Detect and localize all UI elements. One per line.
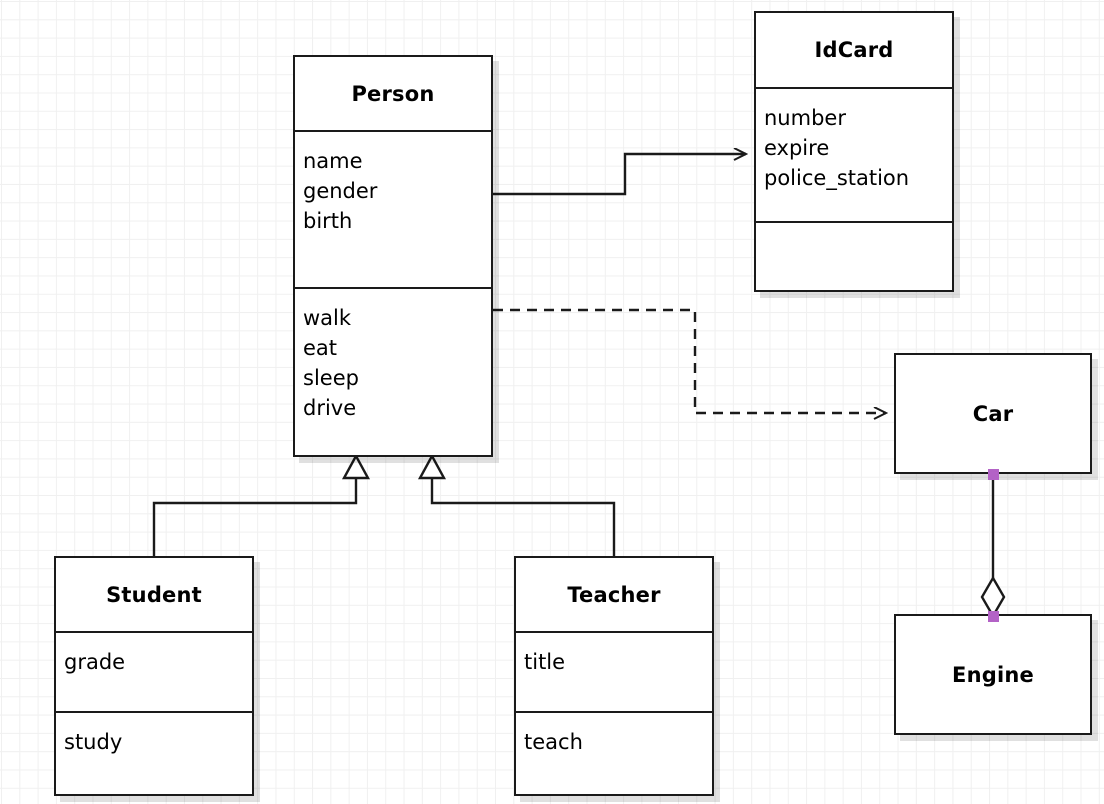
attribute-item: number	[764, 106, 846, 130]
class-box-person[interactable]: Person name gender birth walk eat sleep …	[293, 55, 493, 457]
hollow-triangle-teacher	[417, 453, 447, 480]
class-box-engine[interactable]: Engine	[894, 614, 1092, 735]
attribute-item: police_station	[764, 166, 910, 190]
method-item: drive	[303, 396, 357, 420]
edge-person-idcard[interactable]	[493, 154, 746, 196]
class-title-car: Car	[972, 401, 1014, 426]
method-item: teach	[524, 730, 583, 754]
attribute-item: birth	[303, 209, 353, 233]
class-attributes-idcard: number expire police_station	[756, 87, 952, 221]
class-box-teacher[interactable]: Teacher title teach	[514, 556, 714, 796]
attribute-item: name	[303, 149, 363, 173]
class-attributes-student: grade	[56, 631, 252, 711]
class-methods-teacher: teach	[516, 711, 712, 794]
attribute-item: gender	[303, 179, 378, 203]
edge-car-engine[interactable]	[980, 474, 1006, 619]
class-attributes-teacher: title	[516, 631, 712, 711]
attribute-item: expire	[764, 136, 830, 160]
class-attributes-person: name gender birth	[295, 130, 491, 287]
edge-teacher-person[interactable]	[417, 453, 616, 556]
edge-student-person[interactable]	[152, 453, 371, 556]
hollow-triangle-student	[341, 453, 371, 480]
class-methods-student: study	[56, 711, 252, 794]
class-title-idcard: IdCard	[814, 38, 894, 62]
method-item: eat	[303, 336, 338, 360]
class-title-teacher: Teacher	[567, 582, 661, 607]
attribute-item: grade	[64, 650, 126, 674]
class-title-engine: Engine	[952, 662, 1034, 687]
class-box-idcard[interactable]: IdCard number expire police_station	[754, 11, 954, 292]
method-item: study	[64, 730, 123, 754]
method-item: sleep	[303, 366, 359, 390]
class-title-student: Student	[106, 582, 202, 607]
connector-handle-car[interactable]	[987, 468, 999, 480]
edge-person-car[interactable]	[493, 308, 886, 413]
class-title-person: Person	[351, 81, 435, 106]
connector-handle-engine[interactable]	[987, 610, 999, 622]
class-box-car[interactable]: Car	[894, 353, 1092, 474]
class-methods-person: walk eat sleep drive	[295, 287, 491, 455]
class-box-student[interactable]: Student grade study	[54, 556, 254, 796]
method-item: walk	[303, 306, 352, 330]
class-methods-idcard	[756, 221, 952, 290]
attribute-item: title	[524, 650, 566, 674]
